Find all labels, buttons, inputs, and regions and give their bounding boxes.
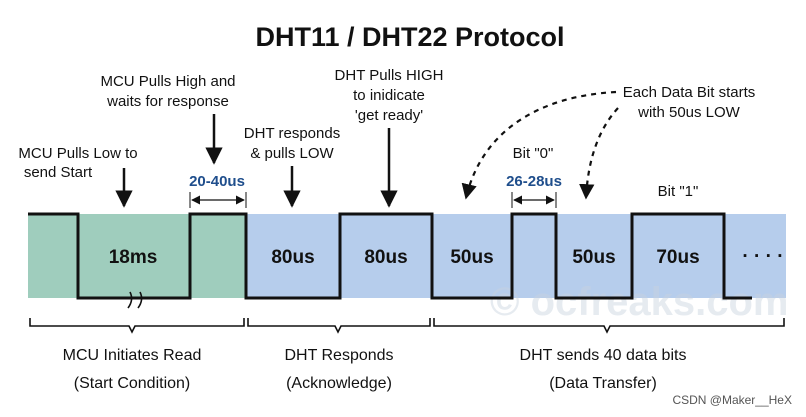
dashed-arrow-to-bit0 bbox=[461, 90, 617, 200]
phase-dht-subtitle: (Acknowledge) bbox=[286, 375, 392, 392]
segment-50us-b: 50us bbox=[572, 247, 615, 268]
mcu-phase-band bbox=[28, 214, 246, 298]
segment-80us-low: 80us bbox=[271, 247, 314, 268]
annotation-dht-high-line3: 'get ready' bbox=[355, 107, 423, 124]
annotation-mcu-low-line1: MCU Pulls Low to bbox=[18, 145, 137, 162]
annotation-mcu-high-line1: MCU Pulls High and bbox=[100, 73, 235, 90]
phase-mcu-subtitle: (Start Condition) bbox=[74, 375, 191, 392]
annotation-dht-responds-line2: & pulls LOW bbox=[250, 145, 334, 162]
brace-mcu-initiates bbox=[29, 318, 245, 334]
time-break-mark bbox=[127, 291, 143, 309]
dht-phase-band bbox=[246, 214, 786, 298]
annotation-data-bit-line2: with 50us LOW bbox=[637, 104, 741, 121]
brace-data-transfer bbox=[433, 318, 785, 334]
annotation-bit-1: Bit "1" bbox=[658, 183, 699, 200]
phase-dht-title: DHT Responds bbox=[284, 347, 393, 364]
annotation-data-bit-line1: Each Data Bit starts bbox=[623, 84, 756, 101]
phase-data-subtitle: (Data Transfer) bbox=[549, 375, 657, 392]
time-label-26-28us: 26-28us bbox=[506, 173, 562, 190]
annotation-bit-0: Bit "0" bbox=[513, 145, 554, 162]
continuation-ellipsis: · · · · bbox=[742, 246, 783, 267]
segment-70us: 70us bbox=[656, 247, 699, 268]
annotation-dht-high-line1: DHT Pulls HIGH bbox=[335, 67, 444, 84]
signal-waveform bbox=[28, 212, 752, 300]
dashed-arrow-to-bit1 bbox=[579, 107, 619, 200]
image-credit: CSDN @Maker__HeX bbox=[672, 393, 792, 407]
segment-18ms: 18ms bbox=[109, 247, 158, 268]
brace-dht-responds bbox=[247, 318, 431, 334]
phase-mcu-title: MCU Initiates Read bbox=[63, 347, 202, 364]
annotation-mcu-low-line2: send Start bbox=[24, 164, 93, 181]
phase-data-title: DHT sends 40 data bits bbox=[520, 347, 687, 364]
annotation-mcu-high-line2: waits for response bbox=[106, 93, 229, 110]
annotation-dht-high-line2: to inidicate bbox=[353, 87, 425, 104]
diagram-title: DHT11 / DHT22 Protocol bbox=[255, 22, 564, 52]
segment-80us-high: 80us bbox=[364, 247, 407, 268]
segment-50us-a: 50us bbox=[450, 247, 493, 268]
time-label-20-40us: 20-40us bbox=[189, 173, 245, 190]
annotation-dht-responds-line1: DHT responds bbox=[244, 125, 340, 142]
watermark: © ocfreaks.com bbox=[490, 280, 789, 324]
